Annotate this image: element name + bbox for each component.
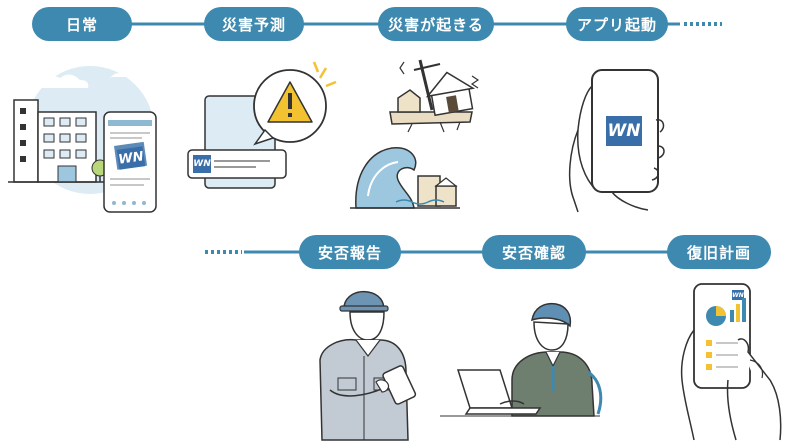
wn-logo-text: WN — [732, 291, 744, 299]
step-safety-report: 安否報告 — [299, 235, 401, 269]
earthquake-tsunami-illustration — [350, 59, 480, 209]
wn-logo: WN — [732, 290, 744, 300]
step-app-launch: アプリ起動 — [566, 7, 668, 41]
wn-app-icon: WN — [606, 116, 642, 146]
wn-logo-text: WN — [117, 148, 145, 168]
step-disaster-occurs: 災害が起きる — [378, 7, 494, 41]
hand-phone-illustration — [568, 69, 665, 213]
warning-notification-illustration — [187, 61, 337, 189]
worker-laptop-illustration — [440, 302, 603, 417]
step-disaster-forecast: 災害予測 — [204, 7, 304, 41]
wn-logo-text: WN — [607, 121, 641, 141]
building-phone-illustration — [8, 66, 157, 213]
step-recovery-plan: 復旧計画 — [667, 235, 771, 269]
step-safety-confirmation: 安否確認 — [482, 235, 586, 269]
wn-logo: WN — [116, 146, 146, 170]
wn-logo: WN — [193, 155, 211, 173]
tablet-chart-illustration — [680, 283, 782, 441]
step-daily-life: 日常 — [32, 7, 132, 41]
worker-tablet-illustration — [319, 290, 417, 441]
wn-logo-text: WN — [193, 159, 211, 169]
